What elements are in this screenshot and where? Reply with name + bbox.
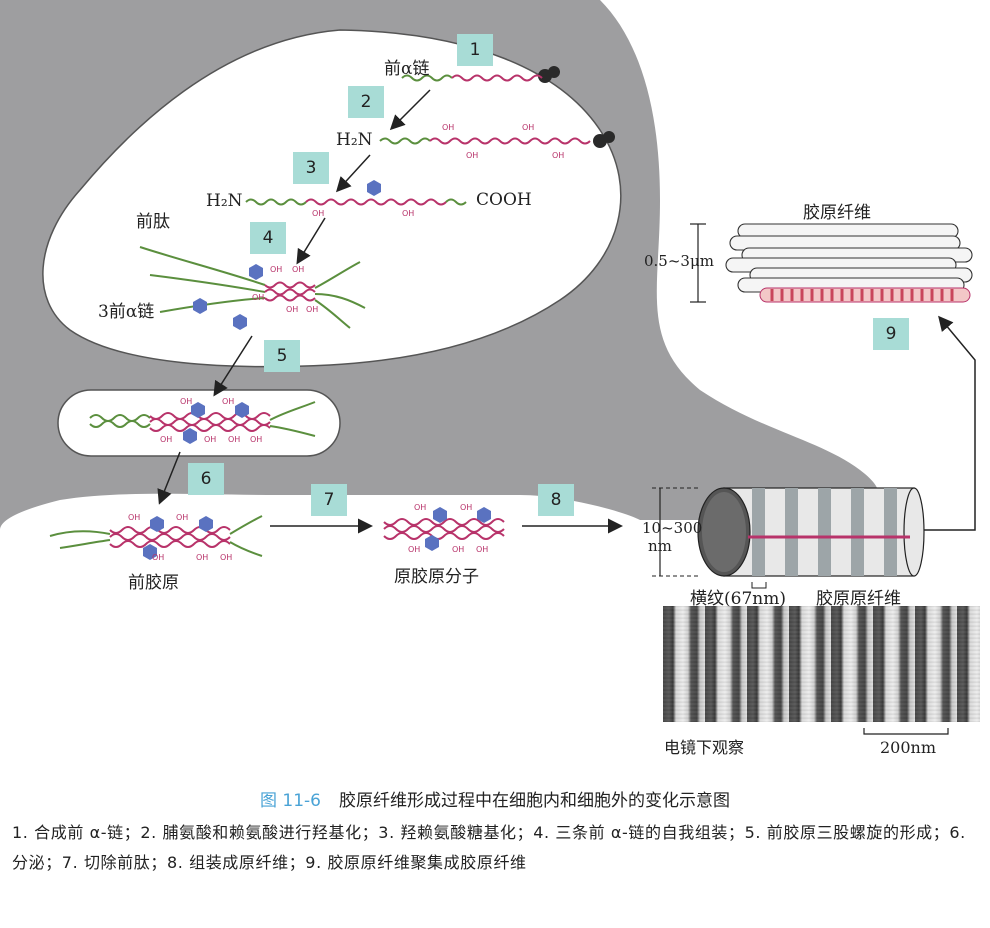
arrow-step5 bbox=[213, 335, 253, 397]
label-pro-alpha-chain: 前α链 bbox=[384, 59, 430, 79]
oh-label-6: OH bbox=[270, 265, 282, 274]
step-8-badge: 8 bbox=[538, 484, 574, 516]
oh-label-16: OH bbox=[250, 435, 262, 444]
arrow-step3 bbox=[335, 154, 371, 193]
oh-label-7: OH bbox=[292, 265, 304, 274]
oh-label-13: OH bbox=[160, 435, 172, 444]
label-three-pro-alpha: 3前α链 bbox=[98, 302, 155, 322]
label-cooh: COOH bbox=[476, 190, 532, 210]
oh-label-14: OH bbox=[204, 435, 216, 444]
chain-step2-green bbox=[379, 137, 431, 145]
procollagen-secreted bbox=[49, 515, 263, 560]
step-6-badge: 6 bbox=[188, 463, 224, 495]
oh-label-10: OH bbox=[306, 305, 318, 314]
label-h2n-1: H₂N bbox=[336, 130, 373, 150]
oh-label-17: OH bbox=[128, 513, 140, 522]
assembly-step4 bbox=[139, 246, 366, 330]
tropocollagen-molecule bbox=[383, 507, 505, 551]
step-3-badge: 3 bbox=[293, 152, 329, 184]
label-scale-bar: 200nm bbox=[880, 738, 937, 757]
chain-step3-green-left bbox=[245, 198, 307, 206]
label-procollagen: 前胶原 bbox=[128, 573, 179, 593]
chain-step1-green bbox=[401, 74, 453, 82]
label-propeptide: 前肽 bbox=[136, 212, 170, 232]
oh-label-0: OH bbox=[442, 123, 454, 132]
chain-step3-green-right bbox=[445, 198, 467, 206]
arrow-step6 bbox=[157, 451, 181, 505]
step-1-badge: 1 bbox=[457, 34, 493, 66]
label-banding: 横纹(67nm) bbox=[690, 589, 786, 609]
step-2-badge: 2 bbox=[348, 86, 384, 118]
label-fiber-diameter: 0.5~3μm bbox=[644, 252, 714, 270]
label-fibril-diameter-bottom: nm bbox=[648, 537, 672, 555]
sugar-step3 bbox=[367, 180, 381, 196]
oh-label-22: OH bbox=[414, 503, 426, 512]
oh-label-11: OH bbox=[180, 397, 192, 406]
figure-caption-title: 图 11-6 胶原纤维形成过程中在细胞内和细胞外的变化示意图 bbox=[0, 786, 990, 811]
label-em-view: 电镜下观察 bbox=[664, 738, 745, 757]
oh-label-8: OH bbox=[252, 293, 264, 302]
oh-label-21: OH bbox=[220, 553, 232, 562]
electron-micrograph bbox=[663, 606, 980, 722]
step-5-badge: 5 bbox=[264, 340, 300, 372]
arrow-step9 bbox=[922, 315, 976, 531]
er-lumen bbox=[42, 29, 622, 368]
secretory-vesicle bbox=[57, 389, 341, 457]
step-9-badge: 9 bbox=[873, 318, 909, 350]
oh-label-15: OH bbox=[228, 435, 240, 444]
label-fiber-title: 胶原纤维 bbox=[803, 203, 871, 223]
oh-label-9: OH bbox=[286, 305, 298, 314]
oh-label-18: OH bbox=[176, 513, 188, 522]
chain-step2-magenta bbox=[429, 137, 591, 145]
label-h2n-2: H₂N bbox=[206, 191, 243, 211]
diagram-svg: OH OH OH OH OH OH OH OH OH OH OH OH OH OH OH OH OH OH OH OH… bbox=[0, 0, 976, 735]
step-7-badge: 7 bbox=[311, 484, 347, 516]
label-fibril-diameter-top: 10~300 bbox=[642, 519, 703, 537]
arrow-step4 bbox=[296, 217, 326, 265]
oh-label-23: OH bbox=[460, 503, 472, 512]
collagen-fibril bbox=[697, 487, 925, 577]
oh-label-19: OH bbox=[152, 553, 164, 562]
figure-title: 胶原纤维形成过程中在细胞内和细胞外的变化示意图 bbox=[339, 791, 730, 811]
oh-label-5: OH bbox=[402, 209, 414, 218]
scale-bar bbox=[863, 728, 949, 735]
procollagen-vesicle bbox=[89, 401, 316, 444]
step-4-badge: 4 bbox=[250, 222, 286, 254]
collagen-fiber-bundle bbox=[725, 223, 973, 303]
ribosome-1 bbox=[538, 66, 560, 83]
oh-label-1: OH bbox=[466, 151, 478, 160]
chain-step3-magenta bbox=[305, 198, 447, 206]
figure-number: 图 11-6 bbox=[260, 791, 321, 811]
oh-label-26: OH bbox=[476, 545, 488, 554]
ribosome-2 bbox=[593, 131, 615, 148]
oh-label-20: OH bbox=[196, 553, 208, 562]
figure-caption-body: 1. 合成前 α-链；2. 脯氨酸和赖氨酸进行羟基化；3. 羟赖氨酸糖基化；4.… bbox=[12, 823, 966, 872]
oh-label-25: OH bbox=[452, 545, 464, 554]
oh-label-4: OH bbox=[312, 209, 324, 218]
oh-label-2: OH bbox=[522, 123, 534, 132]
label-tropocollagen: 原胶原分子 bbox=[394, 567, 479, 587]
oh-label-12: OH bbox=[222, 397, 234, 406]
oh-label-3: OH bbox=[552, 151, 564, 160]
oh-label-24: OH bbox=[408, 545, 420, 554]
arrow-step2 bbox=[389, 89, 431, 131]
chain-step1-magenta bbox=[451, 74, 543, 82]
label-fibril: 胶原原纤维 bbox=[816, 589, 901, 609]
